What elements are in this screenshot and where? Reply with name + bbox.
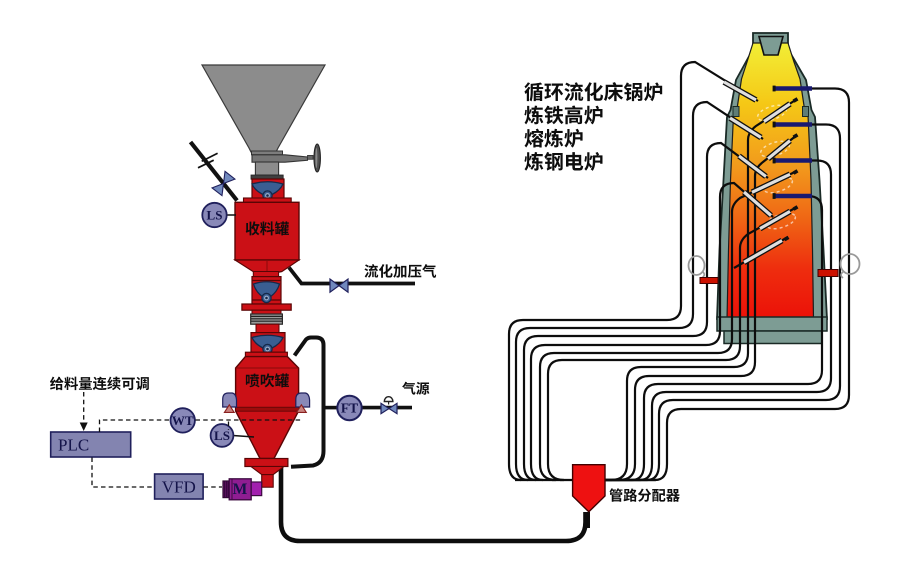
svg-text:PLC: PLC: [58, 436, 89, 455]
svg-text:VFD: VFD: [162, 478, 196, 497]
svg-text:LS: LS: [207, 208, 223, 223]
svg-text:LS: LS: [214, 428, 230, 443]
svg-text:M: M: [233, 481, 248, 498]
svg-text:WT: WT: [172, 413, 194, 428]
svg-text:FT: FT: [341, 401, 358, 416]
